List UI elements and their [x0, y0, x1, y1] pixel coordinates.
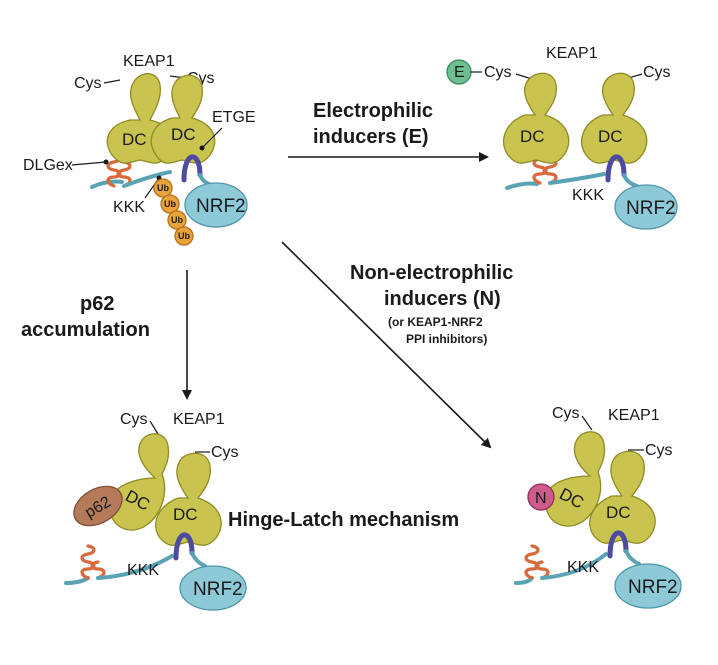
nrf2-label: NRF2 [626, 198, 676, 219]
cys-label-right: Cys [645, 442, 673, 459]
panel-p62: Cys KEAP1 Cys DC DC p62 NRF2 KKK [64, 411, 247, 611]
cys-label-right: Cys [643, 64, 671, 81]
keap1-dc-left [503, 72, 570, 164]
nrf2-label: NRF2 [196, 196, 246, 217]
cys-label-right: Cys [211, 444, 239, 461]
dc-label-right: DC [598, 127, 623, 146]
nonelectrophilic-line1: Non-electrophilic [350, 262, 513, 284]
hinge-latch-label: Hinge-Latch mechanism [228, 509, 459, 531]
ubiquitin-chain: Ub Ub Ub Ub [153, 178, 194, 246]
dlgex-helix [80, 544, 106, 580]
ub-label-1: Ub [157, 183, 169, 193]
p62-line1: p62 [80, 293, 114, 315]
nrf2-neck [622, 173, 639, 188]
ub-label-3: Ub [171, 215, 183, 225]
electrophilic-line1: Electrophilic [313, 100, 433, 122]
kkk-label: KKK [113, 199, 145, 216]
kkk-label: KKK [567, 559, 599, 576]
dc-label-right: DC [173, 505, 198, 524]
keap1-label: KEAP1 [546, 45, 598, 62]
nrf2-label: NRF2 [193, 579, 243, 600]
arrow-nonelectrophilic: Non-electrophilic inducers (N) (or KEAP1… [281, 241, 513, 449]
nrf2-neck [190, 551, 207, 568]
non-electrophile-n [527, 483, 555, 511]
nonelectrophilic-note2: PPI inhibitors) [406, 332, 487, 346]
ubiquitin-3 [167, 210, 187, 230]
kkk-label: KKK [127, 562, 159, 579]
nrf2-tail-left [514, 576, 534, 585]
cys-tick-left [581, 415, 593, 431]
nrf2-body [614, 563, 682, 609]
p62-protein [73, 485, 123, 527]
nrf2-neck [624, 549, 641, 566]
nrf2-body [179, 565, 247, 611]
etge-dot [199, 145, 205, 151]
nrf2-linker [540, 552, 608, 580]
nrf2-linker [96, 554, 174, 580]
p62-line2: accumulation [21, 319, 150, 341]
cys-tick-left [103, 79, 121, 84]
nrf2-linker [548, 172, 606, 185]
dc-label-right: DC [171, 125, 196, 144]
cys-label-left: Cys [484, 64, 512, 81]
nrf2-tail-left [64, 576, 90, 585]
etge-hairpin [181, 154, 203, 183]
dlgex-dot [103, 159, 109, 165]
keap1-dc-right [155, 452, 222, 546]
keap1-label: KEAP1 [123, 53, 175, 70]
ub-label-2: Ub [164, 199, 176, 209]
dlgex-label: DLGex [23, 157, 73, 174]
cys-label-left: Cys [74, 75, 102, 92]
nonelectrophilic-line2: inducers (N) [384, 288, 501, 310]
ubiquitin-4 [174, 226, 194, 246]
dlgex-helix [524, 544, 550, 580]
etge-pointer [201, 127, 223, 149]
n-label: N [535, 490, 547, 507]
dlgex-pointer [71, 161, 107, 166]
nonelectrophilic-note1: (or KEAP1-NRF2 [388, 315, 483, 329]
kkk-label: KKK [572, 187, 604, 204]
cys-label-left: Cys [552, 405, 580, 422]
nrf2-body [614, 184, 678, 230]
panel-basal: KEAP1 Cys Cys DC DC ETGE NRF2 DLGex KKK [23, 53, 256, 246]
nrf2-tail-left [505, 181, 539, 190]
dc-label-right: DC [606, 503, 631, 522]
e-label: E [454, 64, 465, 81]
arrow-electrophilic: Electrophilic inducers (E) [288, 100, 489, 162]
etge-hairpin [607, 530, 629, 559]
etge-hairpin [173, 532, 195, 561]
panel-electrophilic: KEAP1 E Cys Cys DC DC NRF2 KKK [446, 45, 678, 230]
ub-label-4: Ub [178, 231, 190, 241]
panel-nonelectrophilic: Cys KEAP1 Cys DC DC N NRF2 KKK [514, 405, 682, 609]
nrf2-linker [122, 170, 172, 188]
dlgex-helix [532, 157, 558, 185]
keap1-label: KEAP1 [608, 407, 660, 424]
keap1-dc-right [589, 450, 656, 544]
ubiquitin-2 [160, 194, 180, 214]
keap1-dc-right [581, 72, 648, 164]
electrophilic-line2: inducers (E) [313, 126, 429, 148]
nrf2-label: NRF2 [628, 577, 678, 598]
cys-label-left: Cys [120, 411, 148, 428]
etge-label: ETGE [212, 109, 256, 126]
keap1-label: KEAP1 [173, 411, 225, 428]
arrow-p62: p62 accumulation [21, 270, 192, 400]
etge-hairpin [605, 154, 627, 183]
dc-label-left: DC [122, 130, 147, 149]
cys-tick-left [149, 420, 159, 435]
nrf2-body [184, 182, 248, 228]
dc-label-left: DC [520, 127, 545, 146]
nonelectrophilic-arrow-line [281, 241, 492, 449]
ubiquitin-1 [153, 178, 173, 198]
